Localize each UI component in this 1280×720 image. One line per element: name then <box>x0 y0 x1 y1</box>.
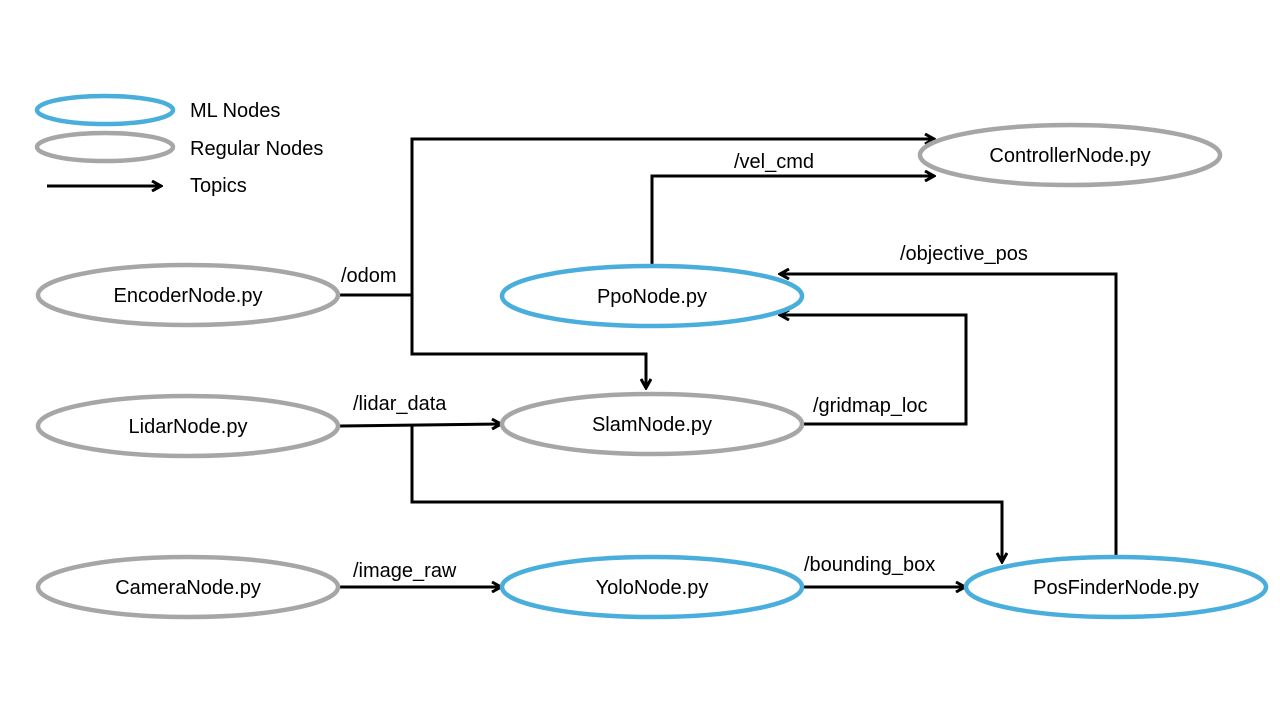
node-camera-shape <box>35 554 341 620</box>
topic-label-bounding-box: /bounding_box <box>804 554 935 576</box>
node-encoder-shape <box>35 262 341 328</box>
node-yolo-shape <box>499 554 805 620</box>
node-ppo-shape <box>499 263 805 329</box>
node-yolo-label: YoloNode.py <box>596 577 709 599</box>
node-camera[interactable]: CameraNode.py <box>35 554 341 620</box>
legend-regular-node-label: Regular Nodes <box>190 138 323 160</box>
node-posfinder[interactable]: PosFinderNode.py <box>963 554 1269 620</box>
node-slam[interactable]: SlamNode.py <box>499 391 805 457</box>
topic-labels: /odom /vel_cmd /objective_pos /lidar_dat… <box>341 151 1028 582</box>
legend-topic-label: Topics <box>190 175 247 197</box>
node-lidar-label: LidarNode.py <box>129 416 248 438</box>
topic-label-objective-pos: /objective_pos <box>900 243 1028 265</box>
edge-gridmap-loc <box>781 315 968 426</box>
node-ppo-label: PpoNode.py <box>597 286 707 308</box>
node-encoder[interactable]: EncoderNode.py <box>35 262 341 328</box>
node-posfinder-label: PosFinderNode.py <box>1033 577 1199 599</box>
legend-regular-node-swatch <box>34 130 176 164</box>
topic-label-lidar-data: /lidar_data <box>353 393 447 415</box>
edge-objective-pos <box>781 274 1118 556</box>
node-controller[interactable]: ControllerNode.py <box>917 122 1223 188</box>
edge-odom-to-controller <box>340 139 933 297</box>
node-slam-shape <box>499 391 805 457</box>
topic-label-odom: /odom <box>341 265 397 287</box>
node-encoder-label: EncoderNode.py <box>114 285 263 307</box>
node-camera-label: CameraNode.py <box>115 577 261 599</box>
legend-ml-node-swatch <box>34 93 176 127</box>
edge-lidar-to-posfinder <box>410 425 1002 561</box>
node-yolo[interactable]: YoloNode.py <box>499 554 805 620</box>
edge-lidar-to-slam <box>339 424 500 426</box>
node-lidar-shape <box>35 393 341 459</box>
legend-ml-node-label: ML Nodes <box>190 100 280 122</box>
topic-label-image-raw: /image_raw <box>353 560 457 582</box>
edges <box>339 139 1118 587</box>
edge-vel-cmd <box>650 176 933 266</box>
node-lidar[interactable]: LidarNode.py <box>35 393 341 459</box>
node-controller-label: ControllerNode.py <box>989 145 1150 167</box>
node-ppo[interactable]: PpoNode.py <box>499 263 805 329</box>
legend: ML Nodes Regular Nodes Topics <box>34 93 323 197</box>
node-posfinder-shape <box>963 554 1269 620</box>
nodes: EncoderNode.py LidarNode.py CameraNode.p… <box>35 122 1269 620</box>
edge-odom-to-slam <box>410 295 646 387</box>
node-controller-shape <box>917 122 1223 188</box>
topic-label-vel-cmd: /vel_cmd <box>734 151 814 173</box>
node-slam-label: SlamNode.py <box>592 414 712 436</box>
topic-label-gridmap-loc: /gridmap_loc <box>813 395 928 417</box>
